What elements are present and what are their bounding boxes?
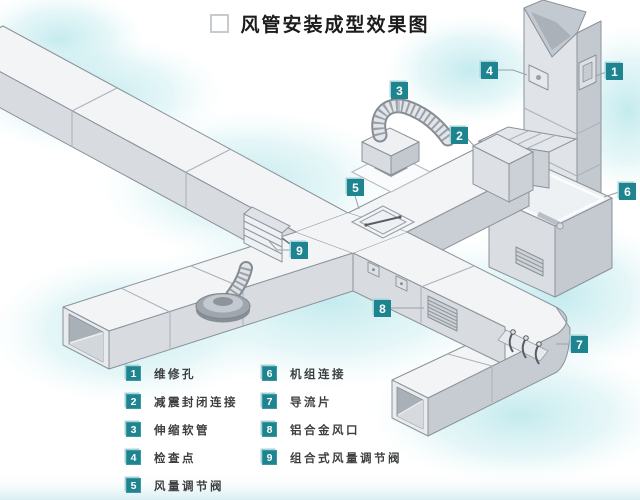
svg-text:9: 9 <box>296 244 303 258</box>
legend-item-3: 3 伸缩软管 <box>126 422 238 437</box>
svg-text:5: 5 <box>352 181 359 195</box>
legend-item-4: 4 检查点 <box>126 450 238 465</box>
title-square-icon <box>210 13 230 33</box>
svg-text:7: 7 <box>576 338 583 352</box>
svg-text:4: 4 <box>486 64 493 78</box>
legend-label-8: 铝合金风口 <box>290 424 360 437</box>
duct-open-end-left <box>62 306 110 370</box>
legend-item-9: 9 组合式风量调节阀 <box>262 450 402 465</box>
checkpoint-panel <box>528 64 549 91</box>
legend-column-left: 1 维修孔 2 减震封闭连接 3 伸缩软管 4 检查点 5 风量调节阀 <box>126 366 238 500</box>
marker-6: 6 <box>617 181 636 200</box>
legend-num-7: 7 <box>262 394 277 409</box>
plenum-box-and-hose <box>350 98 456 193</box>
legend-label-1: 维修孔 <box>154 368 196 381</box>
legend-num-4: 4 <box>126 450 141 465</box>
legend-label-9: 组合式风量调节阀 <box>290 452 402 465</box>
aluminum-air-grille <box>427 295 458 332</box>
legend-column-right: 6 机组连接 7 导流片 8 铝合金风口 9 组合式风量调节阀 <box>262 366 402 478</box>
legend-item-2: 2 减震封闭连接 <box>126 394 238 409</box>
ahu-louver-vent <box>515 246 544 277</box>
hanging-diffuser <box>195 261 253 323</box>
leader-1 <box>595 71 607 77</box>
marker-7: 7 <box>569 334 588 353</box>
legend-num-5: 5 <box>126 478 141 493</box>
guide-vanes <box>497 329 549 365</box>
legend-num-2: 2 <box>126 394 141 409</box>
legend-label-4: 检查点 <box>154 452 196 465</box>
leader-4 <box>498 69 528 76</box>
legend-label-3: 伸缩软管 <box>154 424 210 437</box>
svg-text:3: 3 <box>396 84 403 98</box>
svg-text:8: 8 <box>379 302 386 316</box>
legend-num-6: 6 <box>262 366 277 381</box>
page-header: 风管安装成型效果图 <box>0 8 640 38</box>
svg-text:6: 6 <box>624 185 631 199</box>
marker-2: 2 <box>449 125 468 144</box>
volume-damper-panel <box>350 205 416 239</box>
legend-item-7: 7 导流片 <box>262 394 402 409</box>
legend-item-1: 1 维修孔 <box>126 366 238 381</box>
legend-num-9: 9 <box>262 450 277 465</box>
marker-8: 8 <box>372 298 391 317</box>
svg-text:1: 1 <box>611 65 618 79</box>
marker-1: 1 <box>604 61 623 80</box>
leader-9 <box>268 240 291 251</box>
legend-num-8: 8 <box>262 422 277 437</box>
legend-label-7: 导流片 <box>290 396 332 409</box>
marker-9: 9 <box>289 240 308 259</box>
duct-open-end-bottom <box>391 379 429 437</box>
legend-item-5: 5 风量调节阀 <box>126 478 238 493</box>
marker-4: 4 <box>479 60 498 79</box>
flexible-hose-top <box>371 98 456 147</box>
damping-collar <box>471 133 535 203</box>
duct-lower-right-elbow <box>352 231 571 437</box>
leader-lines <box>268 69 620 345</box>
legend-label-2: 减震封闭连接 <box>154 396 238 409</box>
vertical-riser-duct <box>523 0 602 213</box>
legend-item-6: 6 机组连接 <box>262 366 402 381</box>
legend-num-3: 3 <box>126 422 141 437</box>
legend-label-5: 风量调节阀 <box>154 480 224 493</box>
page-title: 风管安装成型效果图 <box>240 14 430 36</box>
marker-3: 3 <box>389 80 408 99</box>
marker-5: 5 <box>345 177 364 196</box>
access-latch <box>367 261 408 292</box>
leader-5 <box>354 195 360 210</box>
leader-6 <box>603 191 620 198</box>
junction-top <box>296 213 407 253</box>
svg-text:2: 2 <box>456 129 463 143</box>
diagram-markers: 1 2 3 4 5 <box>289 60 636 353</box>
legend-label-6: 机组连接 <box>290 368 346 381</box>
maintenance-hole-panel <box>578 54 597 91</box>
legend-item-8: 8 铝合金风口 <box>262 422 402 437</box>
legend-num-1: 1 <box>126 366 141 381</box>
